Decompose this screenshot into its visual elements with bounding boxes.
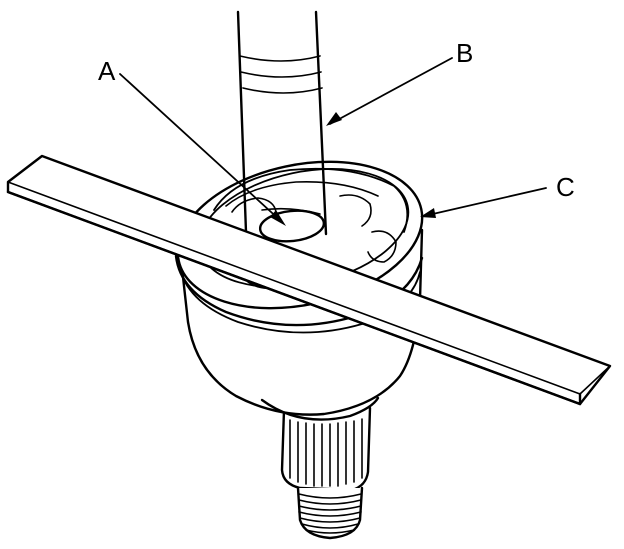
leader-a (119, 73, 283, 223)
straight-edge (6, 154, 612, 406)
leader-b (329, 57, 453, 125)
arrowhead-b (326, 112, 342, 126)
arrowhead-a (270, 210, 286, 226)
callout-label-b: B (456, 38, 473, 68)
callout-arrowheads (270, 112, 436, 226)
splined-stub-shaft (280, 406, 372, 540)
callout-label-c: C (556, 172, 575, 202)
shaft-above-bar (261, 207, 321, 215)
leader-c (423, 187, 547, 217)
arrowhead-c (420, 208, 436, 218)
callout-label-a: A (98, 56, 116, 86)
callout-leaders (119, 57, 547, 223)
